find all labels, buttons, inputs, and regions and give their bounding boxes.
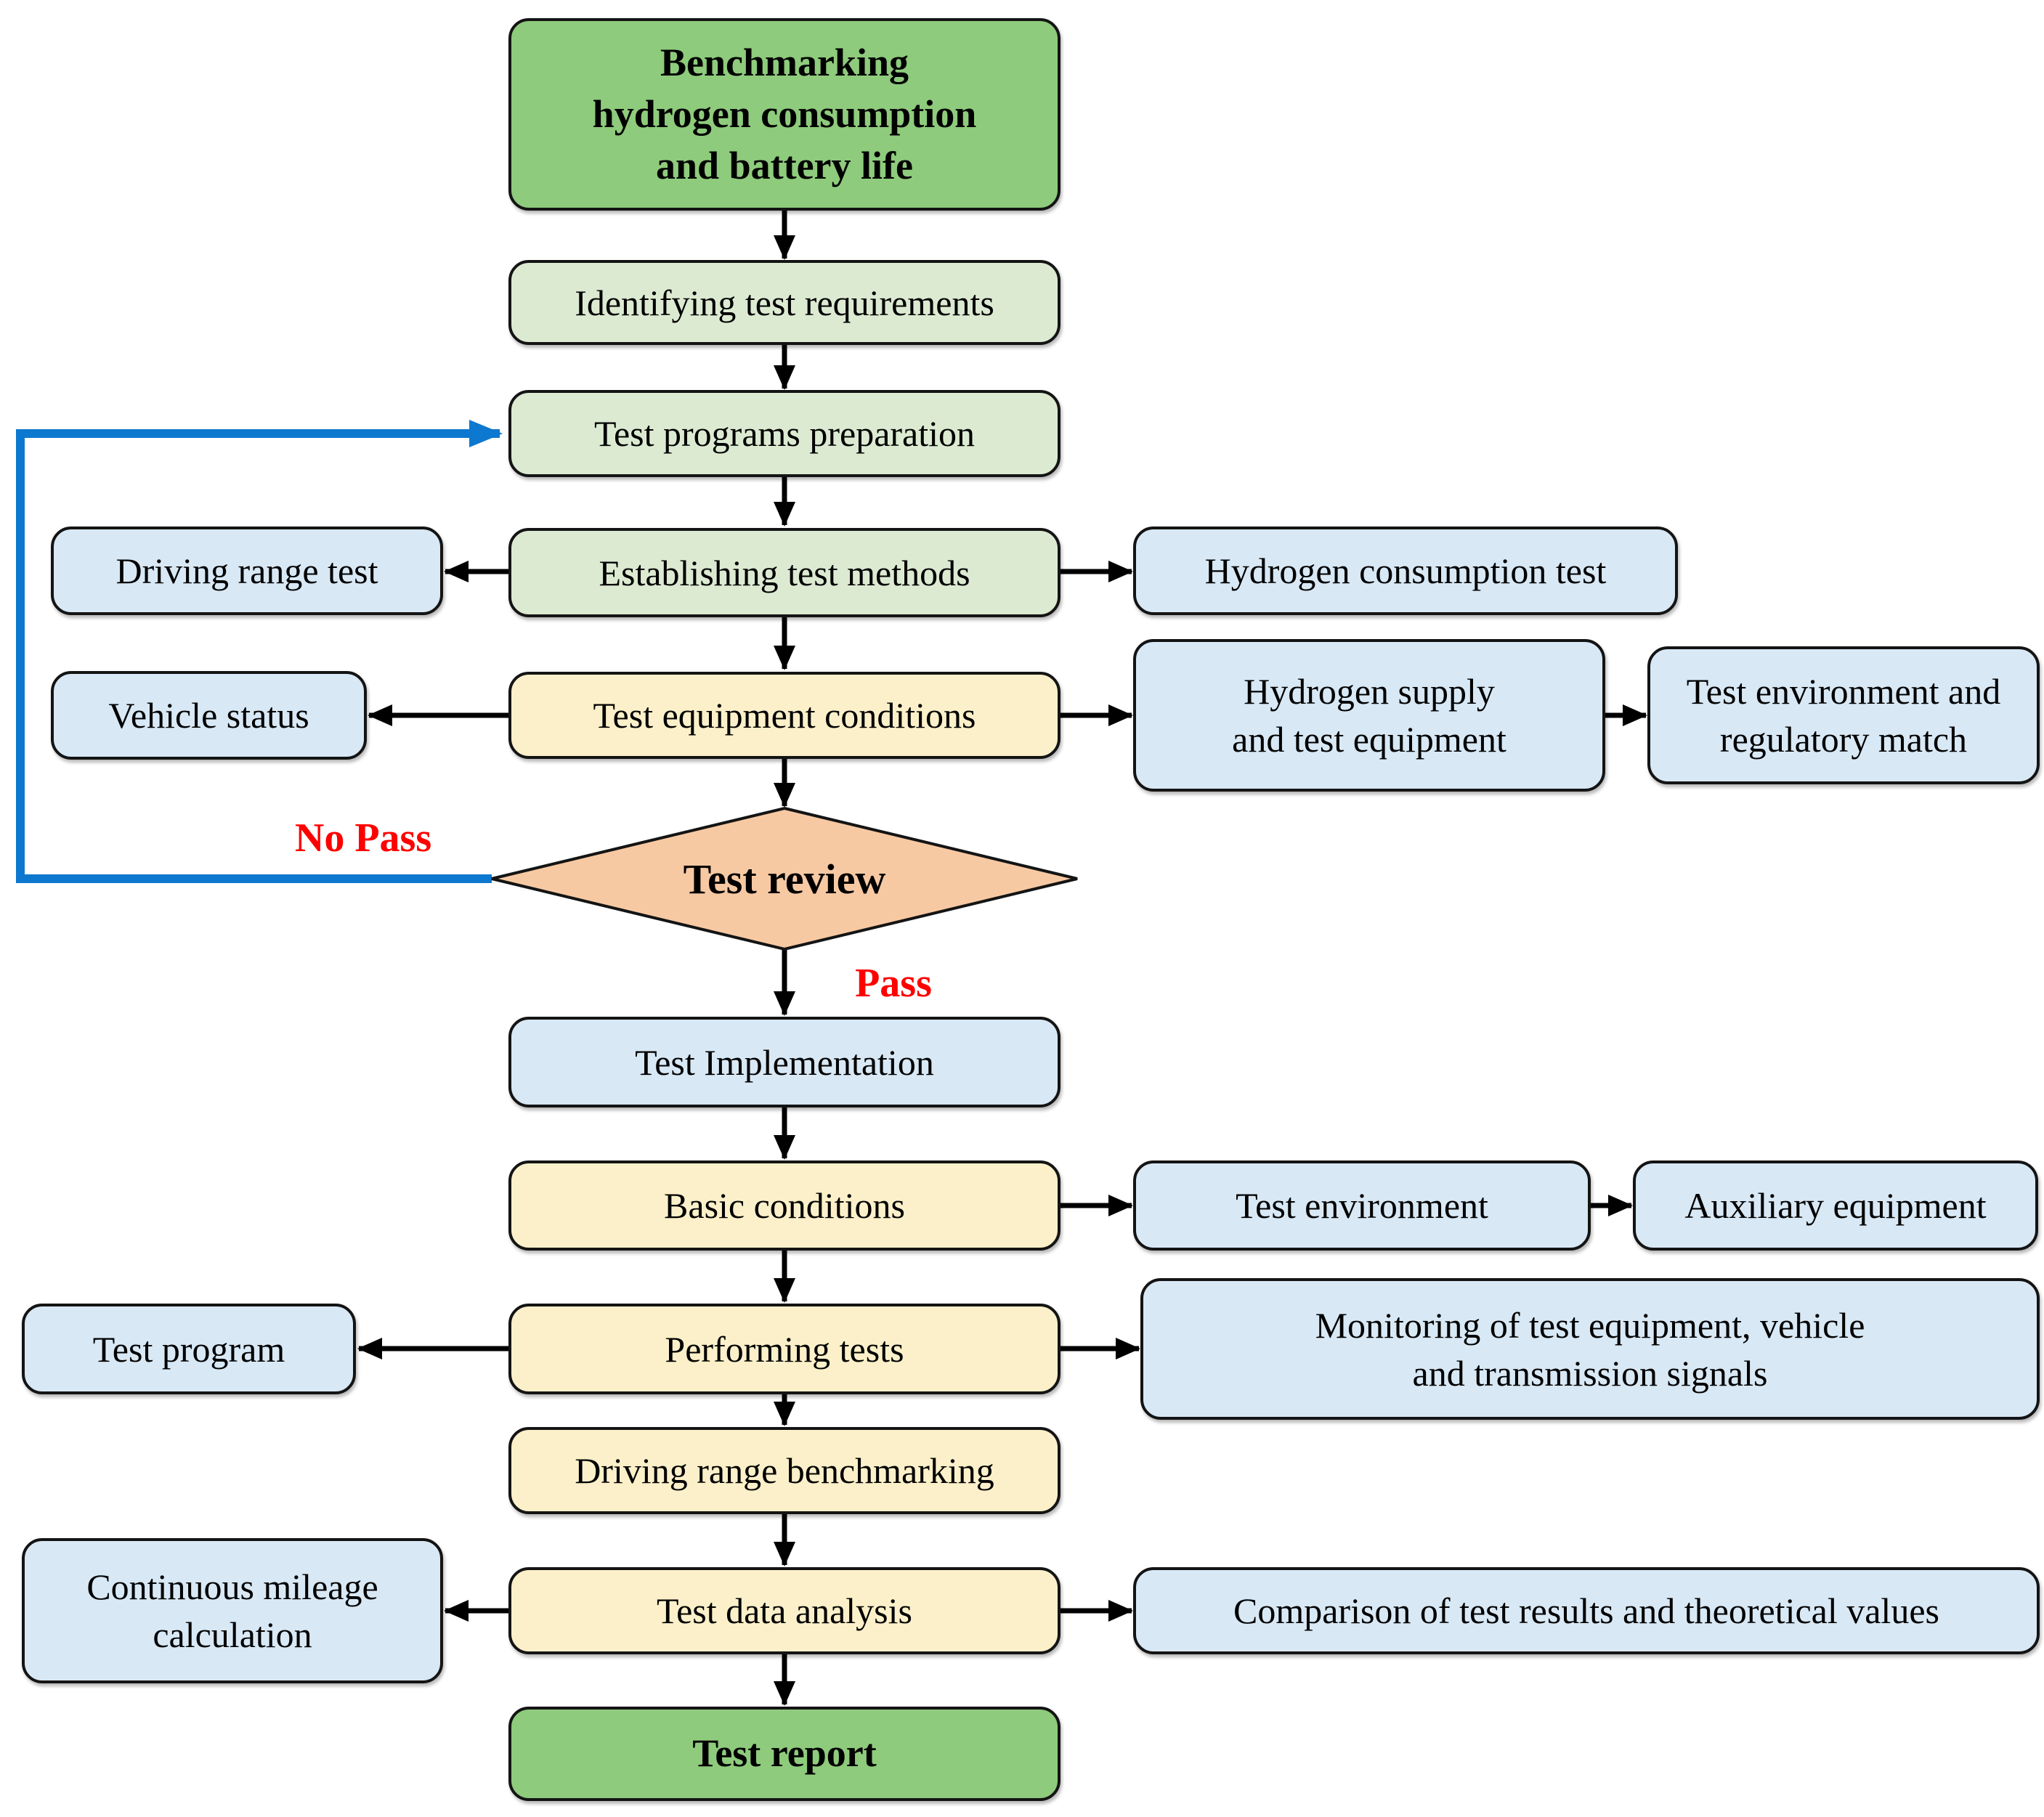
- pass-text: Pass: [855, 961, 932, 1006]
- node-monitoring-label: Monitoring of test equipment, vehicle an…: [1315, 1304, 1865, 1394]
- node-implementation-label: Test Implementation: [635, 1041, 934, 1083]
- node-driving-range-test: Driving range test: [51, 527, 443, 615]
- node-test-programs-preparation: Test programs preparation: [508, 390, 1060, 477]
- node-basic-conditions-label: Basic conditions: [664, 1185, 905, 1226]
- node-driving-range-benchmarking: Driving range benchmarking: [508, 1427, 1060, 1514]
- node-comparison-label: Comparison of test results and theoretic…: [1233, 1590, 1939, 1631]
- node-auxiliary-equipment: Auxiliary equipment: [1633, 1160, 2038, 1251]
- node-env-regulatory-label: Test environment and regulatory match: [1686, 671, 2001, 760]
- node-test-program: Test program: [22, 1304, 356, 1394]
- node-test-program-label: Test program: [92, 1328, 285, 1370]
- no-pass-feedback-line: [16, 420, 503, 883]
- node-test-environment: Test environment: [1133, 1160, 1591, 1251]
- node-driving-range-benchmarking-label: Driving range benchmarking: [575, 1450, 994, 1491]
- node-test-implementation: Test Implementation: [508, 1017, 1060, 1107]
- node-test-report: Test report: [508, 1707, 1060, 1801]
- node-benchmarking-label: Benchmarking hydrogen consumption and ba…: [592, 40, 977, 188]
- node-hydrogen-consumption-test: Hydrogen consumption test: [1133, 527, 1678, 615]
- node-hydrogen-supply-and-test-equipment: Hydrogen supply and test equipment: [1133, 639, 1605, 792]
- edge-label-no-pass: No Pass: [218, 815, 508, 861]
- test-review-diamond: [491, 806, 1078, 951]
- node-comparison-results: Comparison of test results and theoretic…: [1133, 1567, 2040, 1654]
- test-review-text: Test review: [683, 855, 886, 903]
- node-test-report-label: Test report: [692, 1731, 877, 1776]
- node-test-environment-and-regulatory-match: Test environment and regulatory match: [1647, 646, 2040, 784]
- node-auxiliary-equipment-label: Auxiliary equipment: [1684, 1185, 1987, 1226]
- node-test-review-label: Test review: [494, 808, 1075, 949]
- node-test-equipment-conditions: Test equipment conditions: [508, 672, 1060, 759]
- node-performing-tests: Performing tests: [508, 1304, 1060, 1394]
- node-establishing-label: Establishing test methods: [599, 552, 970, 593]
- node-hydrogen-consumption-test-label: Hydrogen consumption test: [1204, 550, 1607, 591]
- node-monitoring-signals: Monitoring of test equipment, vehicle an…: [1140, 1278, 2040, 1420]
- node-performing-tests-label: Performing tests: [665, 1328, 904, 1370]
- node-test-environment-label: Test environment: [1236, 1185, 1488, 1226]
- node-equipment-conditions-label: Test equipment conditions: [593, 695, 976, 736]
- node-vehicle-status: Vehicle status: [51, 671, 367, 760]
- node-identifying-test-requirements: Identifying test requirements: [508, 260, 1060, 345]
- node-continuous-mileage-label: Continuous mileage calculation: [86, 1566, 378, 1655]
- node-preparation-label: Test programs preparation: [593, 413, 976, 454]
- edge-label-pass: Pass: [806, 960, 981, 1007]
- node-identifying-label: Identifying test requirements: [575, 282, 994, 323]
- node-basic-conditions: Basic conditions: [508, 1160, 1060, 1251]
- no-pass-text: No Pass: [294, 816, 432, 861]
- node-test-data-analysis-label: Test data analysis: [657, 1590, 912, 1631]
- node-vehicle-status-label: Vehicle status: [108, 695, 309, 736]
- node-continuous-mileage-calculation: Continuous mileage calculation: [22, 1538, 443, 1683]
- node-benchmarking: Benchmarking hydrogen consumption and ba…: [508, 18, 1060, 211]
- node-test-data-analysis: Test data analysis: [508, 1567, 1060, 1654]
- node-driving-range-test-label: Driving range test: [115, 550, 378, 591]
- node-establishing-test-methods: Establishing test methods: [508, 528, 1060, 617]
- node-hydrogen-supply-label: Hydrogen supply and test equipment: [1232, 671, 1506, 760]
